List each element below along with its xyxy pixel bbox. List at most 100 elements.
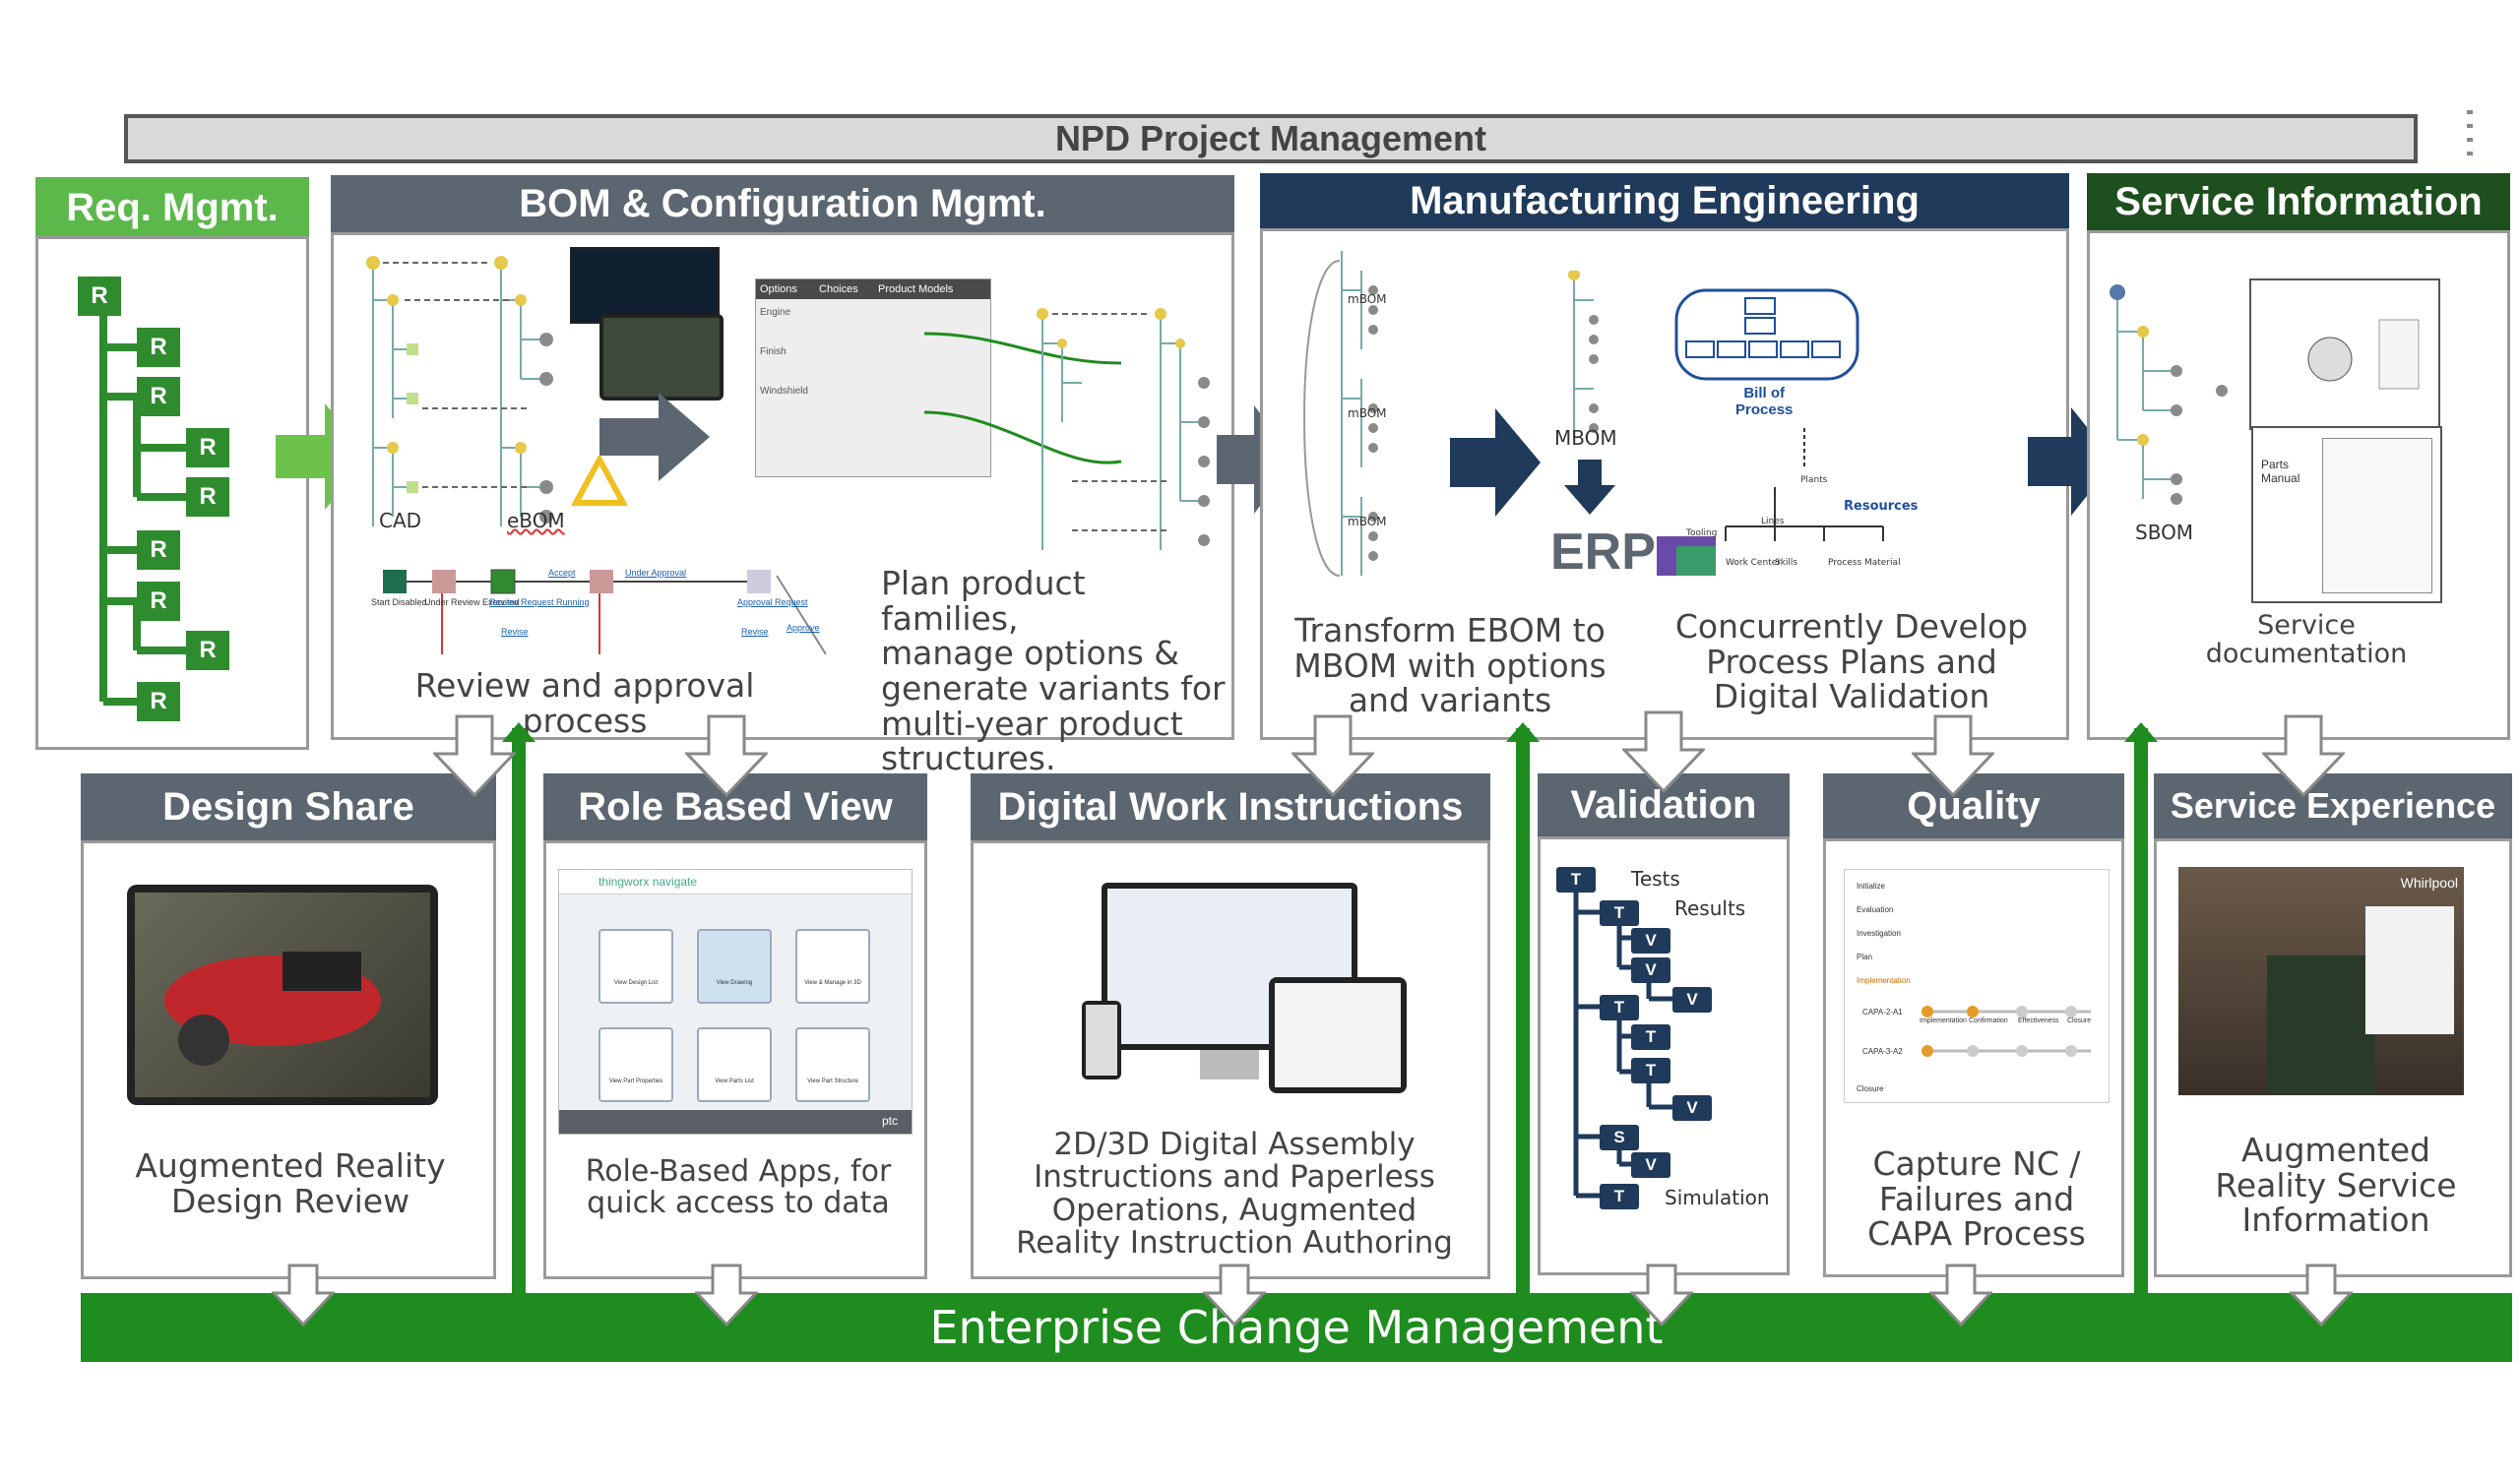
validation-node: T xyxy=(1600,900,1639,926)
service-experience-box: Whirlpool Augmented Reality Service Info… xyxy=(2154,838,2512,1277)
checklist-item: Plan xyxy=(1857,953,1873,961)
mbom-small-label: mBOM xyxy=(1348,515,1387,528)
bill-of-process-label: Bill of Process xyxy=(1735,385,1794,418)
erp-label: ERP xyxy=(1550,524,1656,581)
cad-ebom-tree-diagram xyxy=(366,256,553,526)
menu-dots-icon[interactable] xyxy=(2465,108,2475,161)
view-parts-list-tile[interactable]: View Parts List xyxy=(697,1027,772,1102)
validation-node: V xyxy=(1672,987,1712,1013)
flow-arrow-gray xyxy=(1217,405,1295,514)
workflow-step[interactable]: Approve xyxy=(787,623,820,633)
digital-work-instructions-title: Digital Work Instructions xyxy=(997,785,1464,829)
view-part-properties-tile[interactable]: View Part Properties xyxy=(598,1027,673,1102)
down-arrow-outline-icon xyxy=(433,714,516,797)
down-arrow-outline-icon xyxy=(2290,1264,2353,1326)
checklist-item: Evaluation xyxy=(1857,905,1894,914)
resource-item: Process Material xyxy=(1828,558,1901,568)
resource-item: Tooling xyxy=(1686,528,1718,538)
down-arrow-navy xyxy=(1564,460,1615,515)
ebom-label: eBOM xyxy=(507,509,565,532)
mbom-tree-small xyxy=(1568,271,1599,438)
choices-header: Choices xyxy=(819,283,858,295)
role-based-apps-caption: Role-Based Apps, for quick access to dat… xyxy=(585,1154,892,1221)
app-brand: thingworx navigate xyxy=(598,875,698,889)
tests-label: Tests xyxy=(1631,867,1680,891)
checklist-item: Implementation xyxy=(1857,976,1911,985)
validation-node: V xyxy=(1672,1095,1712,1121)
warning-triangle-icon xyxy=(572,456,627,506)
workflow-step[interactable]: Under Approval xyxy=(625,568,687,578)
resource-item: Skills xyxy=(1775,558,1798,568)
manufacturing-engineering-title: Manufacturing Engineering xyxy=(1410,179,1920,222)
workflow-step[interactable]: Revise xyxy=(741,627,769,637)
variant-tree-diagram xyxy=(924,308,1210,550)
resource-item: Lines xyxy=(1761,517,1785,526)
resources-diagram xyxy=(1657,428,1884,576)
enterprise-change-management-label: Enterprise Change Management xyxy=(929,1301,1664,1354)
flow-arrow-navy xyxy=(1450,408,1541,517)
devices-image xyxy=(1082,883,1407,1119)
view-part-structure-tile[interactable]: View Part Structure xyxy=(795,1027,870,1102)
view-manage-3d-tile[interactable]: View & Manage in 3D xyxy=(795,929,870,1004)
resources-label: Resources xyxy=(1844,499,1919,514)
service-information-header: Service Information xyxy=(2087,173,2510,230)
enterprise-change-management-bar: Enterprise Change Management xyxy=(81,1293,2512,1362)
results-label: Results xyxy=(1674,896,1746,920)
sbom-label: SBOM xyxy=(2135,521,2194,544)
stage-label: Closure xyxy=(2067,1018,2092,1024)
options-row: Finish xyxy=(760,346,787,357)
down-arrow-outline-icon xyxy=(1622,710,1705,793)
workflow-step[interactable]: Revise xyxy=(501,627,529,637)
role-based-view-box: thingworx navigate View Design List View… xyxy=(543,840,927,1279)
validation-node: S xyxy=(1600,1125,1639,1150)
up-arrow-green xyxy=(2124,722,2158,742)
plan-product-families-caption: Plan product families, manage options & … xyxy=(881,564,1226,778)
green-vertical-bar xyxy=(1516,728,1530,1303)
tile-label: View Parts List xyxy=(715,1079,754,1084)
stage-label: Confirmation xyxy=(1969,1018,2008,1024)
service-documentation-caption: Service documentation xyxy=(2205,610,2408,670)
workflow-step: Under Review Executed xyxy=(424,597,520,607)
manufacturing-engineering-box: mBOM mBOM mBOM MBOM ERP Bill of Process … xyxy=(1260,228,2069,740)
ptc-logo: ptc xyxy=(881,1114,898,1128)
view-drawing-tile[interactable]: View Drawing xyxy=(697,929,772,1004)
validation-node: T xyxy=(1631,1058,1670,1083)
validation-node: T xyxy=(1600,995,1639,1020)
mbom-small-label: mBOM xyxy=(1348,406,1387,420)
tile-label: View Design List xyxy=(613,980,659,986)
options-table: Options Choices Product Models Engine Fi… xyxy=(755,278,991,477)
view-design-list-tile[interactable]: View Design List xyxy=(598,929,673,1004)
req-node: R xyxy=(137,328,180,367)
digital-assembly-caption: 2D/3D Digital Assembly Instructions and … xyxy=(1016,1127,1453,1262)
down-arrow-outline-icon xyxy=(1203,1264,1266,1326)
bom-config-box: CAD eBOM Options Choices Product Models … xyxy=(331,232,1234,775)
thingworx-navigate-app: thingworx navigate View Design List View… xyxy=(558,869,913,1135)
green-vertical-bar xyxy=(2134,728,2148,1303)
stage-label: Implementation xyxy=(1920,1018,1967,1024)
workflow-step[interactable]: Accept xyxy=(548,568,576,578)
digital-work-instructions-box: 2D/3D Digital Assembly Instructions and … xyxy=(971,840,1490,1279)
review-approval-caption: Review and approval process xyxy=(414,666,755,740)
validation-node: V xyxy=(1631,1152,1670,1178)
design-share-header: Design Share xyxy=(81,773,496,840)
workflow-step[interactable]: Review Request Running xyxy=(489,597,590,607)
design-share-box: Augmented Reality Design Review xyxy=(81,840,496,1279)
down-arrow-outline-icon xyxy=(1912,714,1994,797)
service-document-page xyxy=(2249,278,2440,430)
mbom-tree-diagram xyxy=(1303,251,1378,577)
down-arrow-outline-icon xyxy=(1929,1264,1992,1326)
req-node: R xyxy=(137,682,180,721)
flow-arrow-gray xyxy=(599,393,710,481)
service-information-box: SBOM Parts Manual Service documentation xyxy=(2087,230,2510,740)
workflow-connectors xyxy=(383,569,827,654)
workflow-step[interactable]: Approval Request xyxy=(737,597,808,607)
checklist-item: Investigation xyxy=(1857,929,1901,938)
tile-label: View Part Structure xyxy=(807,1079,858,1084)
capture-nc-caption: Capture NC / Failures and CAPA Process xyxy=(1867,1144,2086,1254)
green-vertical-bar xyxy=(512,728,526,1303)
bom-config-title: BOM & Configuration Mgmt. xyxy=(519,182,1046,225)
quality-title: Quality xyxy=(1907,784,2041,828)
tile-label: View Part Properties xyxy=(608,1079,663,1084)
tile-label: View Drawing xyxy=(716,980,753,986)
validation-box: T Tests T Results V V V T T T V S V T Si… xyxy=(1538,836,1790,1275)
